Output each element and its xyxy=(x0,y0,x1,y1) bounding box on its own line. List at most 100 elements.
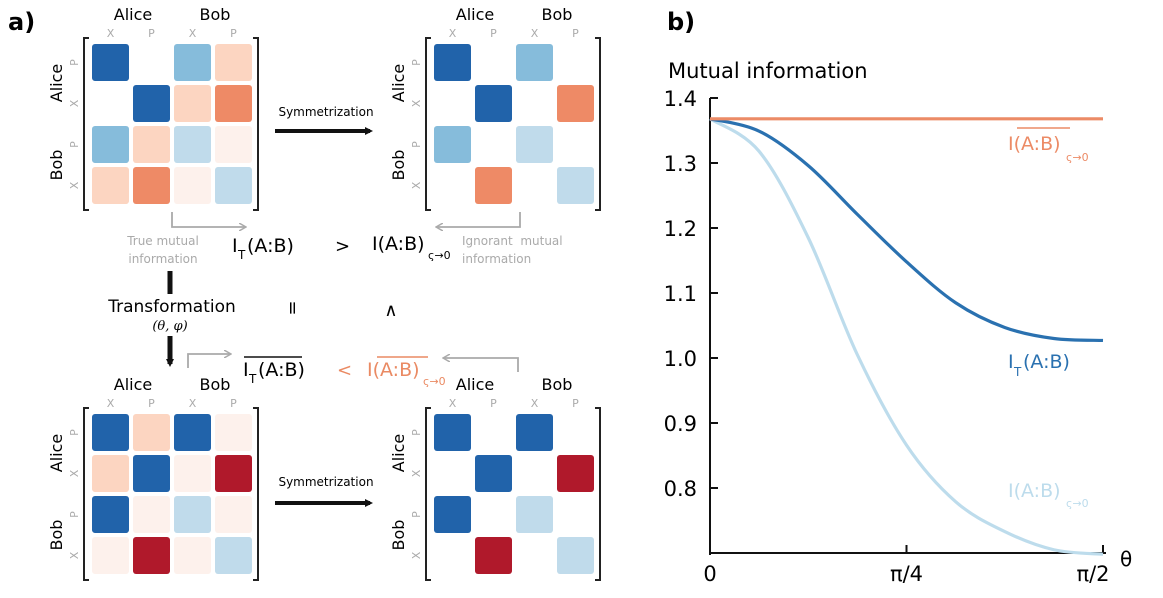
matrix-cell xyxy=(174,537,211,574)
column-quadrature-label: P xyxy=(148,27,155,40)
svg-text:I: I xyxy=(243,359,249,381)
party-label-row: Bob xyxy=(389,520,408,551)
matrix-cell xyxy=(434,496,471,533)
party-label-column: Alice xyxy=(456,375,494,394)
matrix-cell xyxy=(133,85,170,122)
x-axis-label: θ xyxy=(1120,547,1132,571)
svg-text:T: T xyxy=(1013,365,1022,379)
column-quadrature-label: P xyxy=(230,397,237,410)
matrix-cell xyxy=(174,455,211,492)
ignorant-mi-caption-line1: Ignorant mutual xyxy=(462,234,563,248)
matrix-cell xyxy=(174,85,211,122)
y-tick-label: 0.9 xyxy=(664,412,697,436)
y-axis-title: Mutual information xyxy=(668,59,868,83)
row-quadrature-label: X xyxy=(68,181,81,189)
ignorant-mi-top: I(A:B) ς→0 xyxy=(372,233,451,262)
ignorant-mi-bottom: I(A:B) ς→0 xyxy=(367,356,446,388)
matrix-cell xyxy=(215,537,252,574)
matrix-cell xyxy=(215,85,252,122)
svg-text:I: I xyxy=(1008,351,1014,373)
y-tick-label: 0.8 xyxy=(664,477,697,501)
true-mi-top: I T (A:B) xyxy=(232,235,294,262)
party-label-row: Alice xyxy=(389,434,408,472)
svg-text:(A:B): (A:B) xyxy=(1023,351,1070,373)
row-quadrature-label: X xyxy=(410,551,423,559)
label-ignorant-mi: I(A:B) ς→0 xyxy=(1008,480,1089,510)
matrix-cell xyxy=(557,537,594,574)
column-quadrature-label: P xyxy=(572,397,579,410)
column-quadrature-label: X xyxy=(107,27,115,40)
label-true-mi: I T (A:B) xyxy=(1008,351,1070,379)
party-label-row: Alice xyxy=(47,64,66,102)
matrix-cell xyxy=(133,496,170,533)
chart-lines xyxy=(709,117,1104,556)
matrix-cell xyxy=(92,496,129,533)
equal-sign: = xyxy=(282,300,303,315)
party-label-row: Bob xyxy=(389,150,408,181)
panel-b: b) Mutual information 0.80.91.01.11.21.3… xyxy=(664,8,1133,586)
matrix-cell xyxy=(475,85,512,122)
panel-a-label: a) xyxy=(8,8,35,36)
row-quadrature-label: P xyxy=(410,141,423,148)
panel-b-label: b) xyxy=(667,8,695,36)
column-quadrature-label: X xyxy=(189,397,197,410)
matrix-bracket-right xyxy=(595,37,601,211)
svg-text:I(A:B): I(A:B) xyxy=(367,359,420,381)
column-quadrature-label: X xyxy=(189,27,197,40)
x-tick-label: π/4 xyxy=(890,562,923,586)
greater-sign: > xyxy=(335,236,350,257)
svg-text:ς→0: ς→0 xyxy=(1066,151,1089,164)
matrix-cell xyxy=(92,414,129,451)
party-label-row: Bob xyxy=(47,150,66,181)
symmetrization-label-bottom: Symmetrization xyxy=(278,475,373,489)
matrix-cell xyxy=(133,455,170,492)
matrix-cell xyxy=(174,167,211,204)
column-quadrature-label: X xyxy=(449,27,457,40)
column-quadrature-label: P xyxy=(230,27,237,40)
symmetrization-arrow-top: Symmetrization xyxy=(275,105,374,135)
transformation-label: Transformation xyxy=(107,297,236,317)
matrix-bracket-right xyxy=(595,407,601,581)
x-tick-label: 0 xyxy=(703,562,716,586)
matrix-bracket-right xyxy=(253,37,259,211)
matrix-cell xyxy=(516,414,553,451)
party-label-column: Bob xyxy=(200,375,231,394)
matrix-cell xyxy=(92,44,129,81)
row-quadrature-label: P xyxy=(410,59,423,66)
party-label-column: Bob xyxy=(542,375,573,394)
matrix-cell xyxy=(475,167,512,204)
matrix-cell xyxy=(557,85,594,122)
matrix-cell xyxy=(434,44,471,81)
matrix-cell xyxy=(215,44,252,81)
column-quadrature-label: P xyxy=(490,397,497,410)
matrix-cell xyxy=(174,496,211,533)
party-label-row: Alice xyxy=(389,64,408,102)
x-tick-label: π/2 xyxy=(1076,562,1109,586)
y-tick-label: 1.0 xyxy=(664,347,697,371)
ignorant-mi-caption-line2: information xyxy=(462,252,531,266)
matrix-cell xyxy=(133,414,170,451)
grey-arrow-top-left xyxy=(171,212,245,227)
svg-text:(A:B): (A:B) xyxy=(247,235,294,257)
grey-arrow-bottom-left xyxy=(187,354,230,368)
matrix-cell xyxy=(557,455,594,492)
row-quadrature-label: X xyxy=(410,469,423,477)
svg-text:(A:B): (A:B) xyxy=(258,359,305,381)
matrix-bracket-left xyxy=(425,37,431,211)
matrix-cell xyxy=(92,455,129,492)
matrix-cell xyxy=(133,167,170,204)
column-quadrature-label: X xyxy=(107,397,115,410)
matrix-cell xyxy=(133,537,170,574)
party-label-column: Alice xyxy=(456,5,494,24)
svg-text:ς→0: ς→0 xyxy=(428,249,451,262)
svg-text:ς→0: ς→0 xyxy=(423,375,446,388)
y-tick-label: 1.4 xyxy=(664,87,697,111)
column-quadrature-label: X xyxy=(449,397,457,410)
matrix-bracket-left xyxy=(425,407,431,581)
grey-arrow-top-right xyxy=(437,212,521,227)
matrix-cell xyxy=(215,414,252,451)
row-quadrature-label: P xyxy=(410,511,423,518)
svg-text:T: T xyxy=(237,248,246,262)
matrix-cell xyxy=(92,167,129,204)
